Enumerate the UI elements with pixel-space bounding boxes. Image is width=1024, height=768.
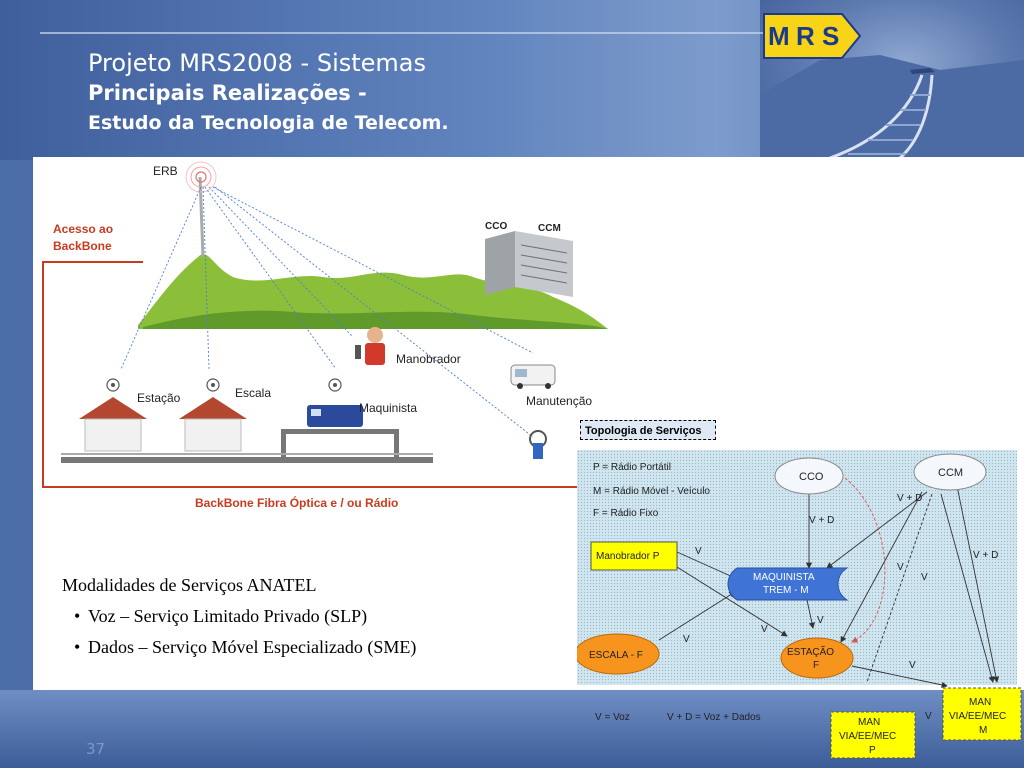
estacao-label: Estação — [137, 391, 181, 405]
edge-label-v-5: V — [683, 634, 690, 645]
mrs-logo: M R S — [760, 10, 864, 66]
footer-dados: V + D = Voz + Dados — [667, 712, 761, 723]
edge-label-v-2: V — [897, 562, 904, 573]
title-line-2: Principais Realizações - — [88, 81, 367, 105]
node-ccm-label: CCM — [938, 467, 963, 479]
node-maquinista-line2: TREM - M — [763, 585, 809, 596]
railway-illustration — [760, 55, 1024, 158]
anatel-heading: Modalidades de Serviços ANATEL — [62, 575, 317, 595]
legend-p: P = Rádio Portátil — [593, 462, 671, 473]
legend-f: F = Rádio Fixo — [593, 508, 659, 519]
edge-label-v-1: V — [695, 546, 702, 557]
backbone-red-line — [42, 261, 633, 488]
maquinista-label: Maquinista — [359, 401, 417, 415]
radio-links — [120, 186, 534, 438]
topology-edges — [658, 485, 1000, 688]
anatel-bullet-dados: Dados – Serviço Móvel Especializado (SME… — [74, 632, 416, 663]
cco-building — [485, 231, 573, 297]
edge-label-v-6: V — [817, 615, 824, 626]
title-line-3: Estudo da Tecnologia de Telecom. — [88, 112, 449, 134]
logo-letter-r: R — [796, 21, 815, 51]
legend-m: M = Rádio Móvel - Veículo — [593, 486, 710, 497]
edge-label-v-7: V — [909, 660, 916, 671]
node-manobrador-label: Manobrador P — [596, 551, 660, 562]
node-man-m-line2: VIA/EE/MEC — [949, 711, 1006, 722]
node-ccm — [913, 453, 987, 491]
cco-label: CCO — [485, 221, 507, 232]
anatel-list: Voz – Serviço Limitado Privado (SLP) Dad… — [62, 601, 416, 663]
node-man-m-line3: M — [979, 725, 987, 736]
node-man-p-line1: MAN — [858, 717, 880, 728]
node-man-p-line3: P — [869, 745, 876, 756]
node-man-m — [942, 687, 1022, 741]
node-estacao-line2: F — [813, 660, 819, 671]
erb-tower — [198, 176, 205, 258]
access-label-1: Acesso ao — [53, 222, 113, 236]
logo-letter-m: M — [768, 21, 790, 51]
manobrador-person — [355, 327, 385, 365]
anatel-text: Modalidades de Serviços ANATEL Voz – Ser… — [62, 570, 416, 663]
anatel-bullet-voz: Voz – Serviço Limitado Privado (SLP) — [74, 601, 416, 632]
edge-label-v-3: V — [921, 572, 928, 583]
access-label-2: BackBone — [53, 239, 112, 253]
slide-number: 37 — [86, 740, 106, 758]
node-cco — [774, 457, 844, 495]
edge-label-v-4: V — [761, 624, 768, 635]
node-maquinista-line1: MAQUINISTA — [753, 572, 815, 583]
node-escala — [577, 633, 660, 675]
topology-title: Topologia de Serviços — [580, 420, 716, 440]
escala-house — [179, 378, 247, 452]
railway-track — [61, 429, 433, 463]
title-line-1: Projeto MRS2008 - Sistemas — [88, 49, 427, 77]
ccm-label: CCM — [538, 223, 561, 234]
node-man-p-line2: VIA/EE/MEC — [839, 731, 896, 742]
edge-label-v-8: V — [925, 711, 932, 722]
manutencao-label: Manutenção — [526, 394, 592, 408]
header-rule — [40, 32, 780, 34]
train — [307, 378, 363, 427]
maintenance-van — [510, 364, 556, 389]
cco-estacao-link — [844, 477, 886, 643]
node-estacao — [780, 637, 854, 679]
node-estacao-line1: ESTAÇÃO — [787, 645, 834, 658]
erb-label: ERB — [153, 164, 178, 178]
slide-title: Projeto MRS2008 - Sistemas Principais Re… — [88, 48, 449, 138]
escala-label: Escala — [235, 386, 271, 400]
node-manobrador — [590, 541, 678, 571]
edge-label-cco-maq: V + D — [809, 515, 834, 526]
backbone-label: BackBone Fibra Óptica e / ou Rádio — [195, 495, 398, 510]
manobrador-label: Manobrador — [396, 352, 461, 366]
edge-label-ccm-man: V + D — [973, 550, 998, 561]
node-escala-label: ESCALA - F — [589, 650, 643, 661]
footer-voz: V = Voz — [595, 712, 630, 723]
logo-letter-s: S — [822, 21, 839, 51]
node-man-m-line1: MAN — [969, 697, 991, 708]
node-man-p — [830, 711, 916, 759]
estacao-house — [79, 378, 147, 452]
mountains — [138, 254, 608, 329]
node-maquinista — [727, 567, 849, 601]
topology-diagram: P = Rádio Portátil M = Rádio Móvel - Veí… — [577, 453, 1022, 759]
node-cco-label: CCO — [799, 471, 824, 483]
maintenance-worker — [529, 430, 547, 459]
edge-label-ccm: V + D — [897, 493, 922, 504]
network-diagram: ERB Acesso ao BackBone CCO CCM Manobrado… — [42, 161, 633, 510]
